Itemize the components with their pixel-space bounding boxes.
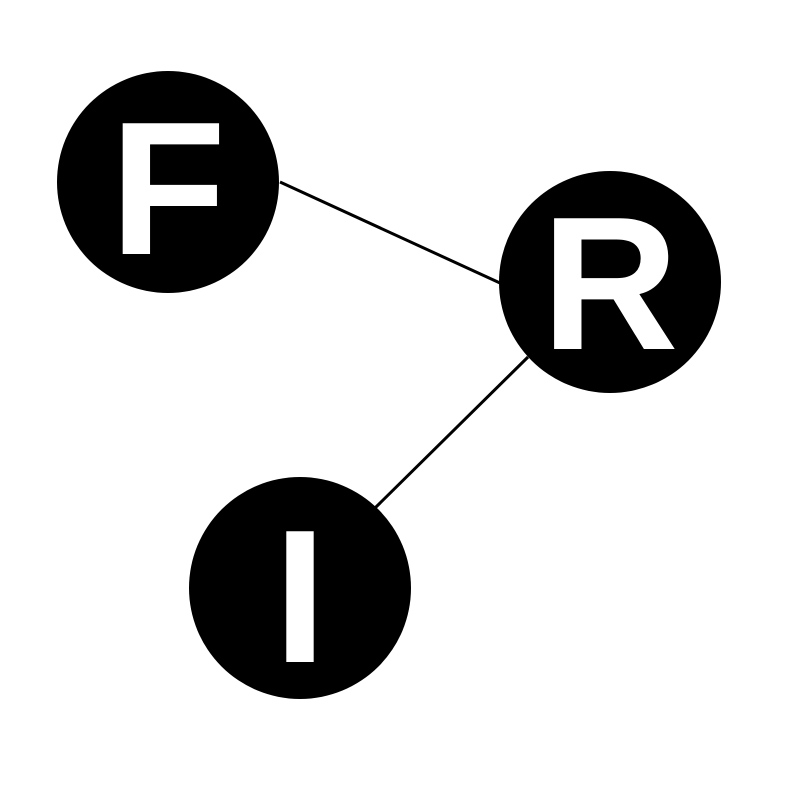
edge-f-r (279, 180, 501, 285)
node-f-label: F (110, 83, 226, 295)
node-r-circle (499, 171, 721, 393)
edge-r-i (373, 355, 530, 510)
node-i: I (189, 477, 411, 703)
node-f-circle (57, 71, 279, 293)
node-r: R (499, 171, 721, 393)
node-r-label: R (541, 178, 678, 390)
node-i-circle (189, 477, 411, 699)
node-i-label: I (274, 491, 327, 703)
node-f: F (57, 71, 279, 295)
